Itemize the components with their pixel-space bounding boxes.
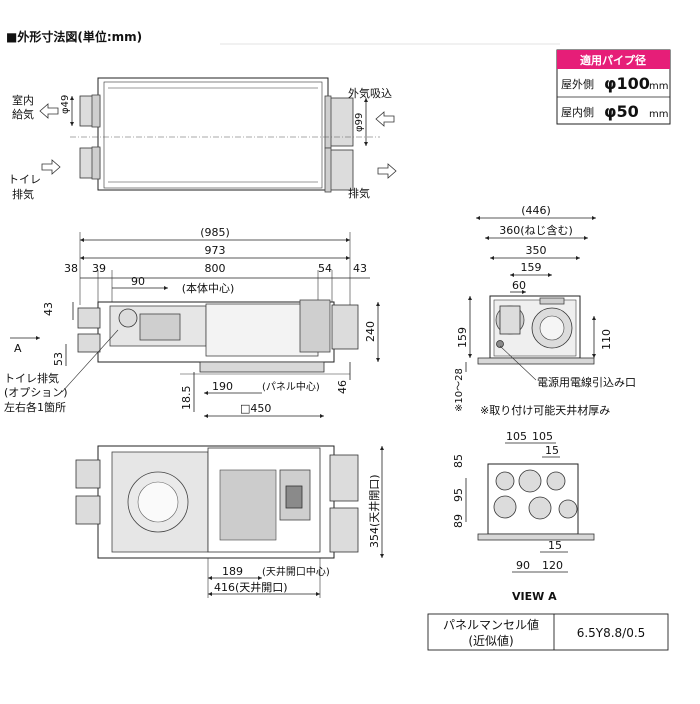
- note-toilet-exhaust: トイレ排気: [4, 371, 59, 385]
- label-outside-intake: 外気吸込: [348, 86, 392, 100]
- dim-43-left: 43: [42, 302, 55, 316]
- view-a: 105 105 15 95 89 85 15 90 120 VIEW A: [452, 430, 595, 603]
- dim-120: 120: [542, 559, 563, 572]
- dim-159-v: 159: [456, 327, 469, 348]
- dim-15-top: 15: [545, 444, 559, 457]
- label-exhaust: 排気: [348, 186, 370, 200]
- intake-arrow-icon: [375, 111, 395, 127]
- dim-18-5: 18.5: [180, 386, 193, 411]
- pipe-box-header-bg: [557, 50, 670, 69]
- pipe-box-header: 適用パイプ径: [580, 53, 646, 67]
- pipe-diameter-box: 適用パイプ径 屋外側 φ100 mm 屋内側 φ50 mm: [556, 49, 671, 125]
- dim-43-right: 43: [353, 262, 367, 275]
- dim-phi49: φ49: [60, 95, 71, 114]
- munsell-approx-label: (近似値): [468, 633, 513, 648]
- indoor-value: φ50: [604, 102, 639, 121]
- dim-105-b: 105: [532, 430, 553, 443]
- ceiling-thickness-note: ※取り付け可能天井材厚み: [480, 403, 610, 417]
- supply-arrow-icon: [39, 103, 59, 119]
- dim-105-a: 105: [506, 430, 527, 443]
- dim-189: 189: [222, 565, 243, 578]
- dim-800: 800: [205, 262, 226, 275]
- dim-15-bottom: 15: [548, 539, 562, 552]
- note-option: (オプション): [4, 386, 68, 399]
- side-view: (446) 360(ねじ含む) 350 159 60 159 110 ※10〜2…: [454, 204, 636, 417]
- exhaust-arrow-icon: [377, 163, 397, 179]
- note-each-side: 左右各1箇所: [4, 400, 66, 414]
- dim-973: 973: [205, 244, 226, 257]
- view-a-label: VIEW A: [512, 590, 557, 603]
- outdoor-unit: mm: [649, 81, 668, 92]
- dim-446: (446): [521, 204, 551, 217]
- dim-159-h: 159: [521, 261, 542, 274]
- dim-360: 360(ねじ含む): [499, 223, 573, 237]
- indoor-unit: mm: [649, 109, 668, 120]
- opening-center-label: (天井開口中心): [262, 565, 330, 578]
- dim-240: 240: [364, 321, 377, 342]
- munsell-label: パネルマンセル値: [443, 617, 539, 632]
- munsell-table: パネルマンセル値 (近似値) 6.5Y8.8/0.5: [427, 613, 669, 651]
- label-room-supply-1: 室内: [12, 93, 34, 107]
- label-toilet-exhaust-2: 排気: [12, 187, 34, 201]
- front-view: (985) 973 38 39 800 54 43 90 (本体中心) 43: [4, 226, 380, 418]
- dim-90-view-a: 90: [516, 559, 530, 572]
- dim-350: 350: [526, 244, 547, 257]
- dim-90: 90: [131, 275, 145, 288]
- panel-center-label: (パネル中心): [262, 380, 320, 393]
- dim-985: (985): [200, 226, 230, 239]
- dim-89: 89: [452, 514, 465, 528]
- dim-38: 38: [64, 262, 78, 275]
- page-title: ■外形寸法図(単位:mm): [6, 29, 142, 44]
- dim-95: 95: [452, 488, 465, 502]
- filter-grid: [219, 469, 277, 541]
- munsell-value: 6.5Y8.8/0.5: [577, 626, 646, 640]
- toilet-exhaust-arrow-icon: [41, 159, 61, 175]
- bottom-view: 354(天井開口) 189 (天井開口中心) 416(天井開口): [75, 445, 384, 598]
- body-center-label: (本体中心): [182, 281, 235, 295]
- dim-60: 60: [512, 279, 526, 292]
- indoor-label: 屋内側: [561, 105, 594, 119]
- dim-39: 39: [92, 262, 106, 275]
- dim-110: 110: [600, 329, 613, 350]
- top-view: 室内 給気 トイレ 排気 外気吸込 排気 φ49 φ99: [8, 77, 397, 201]
- outdoor-value: φ100: [604, 74, 650, 93]
- dim-354: 354(天井開口): [367, 474, 381, 548]
- dim-190: 190: [212, 380, 233, 393]
- power-inlet-label: 電源用電線引込み口: [537, 375, 636, 389]
- dim-450: □450: [240, 402, 271, 415]
- dim-54: 54: [318, 262, 332, 275]
- label-toilet-exhaust-1: トイレ: [8, 173, 41, 186]
- outdoor-label: 屋外側: [561, 78, 594, 91]
- dim-phi99: φ99: [354, 113, 365, 132]
- label-room-supply-2: 給気: [12, 107, 34, 121]
- arrow-a-label: A: [14, 342, 22, 355]
- power-inlet-icon: [496, 340, 504, 348]
- dim-416: 416(天井開口): [214, 580, 288, 594]
- dim-85: 85: [452, 454, 465, 468]
- dim-46: 46: [336, 380, 349, 394]
- dim-53: 53: [52, 352, 65, 366]
- dim-10-28: ※10〜28: [454, 368, 465, 412]
